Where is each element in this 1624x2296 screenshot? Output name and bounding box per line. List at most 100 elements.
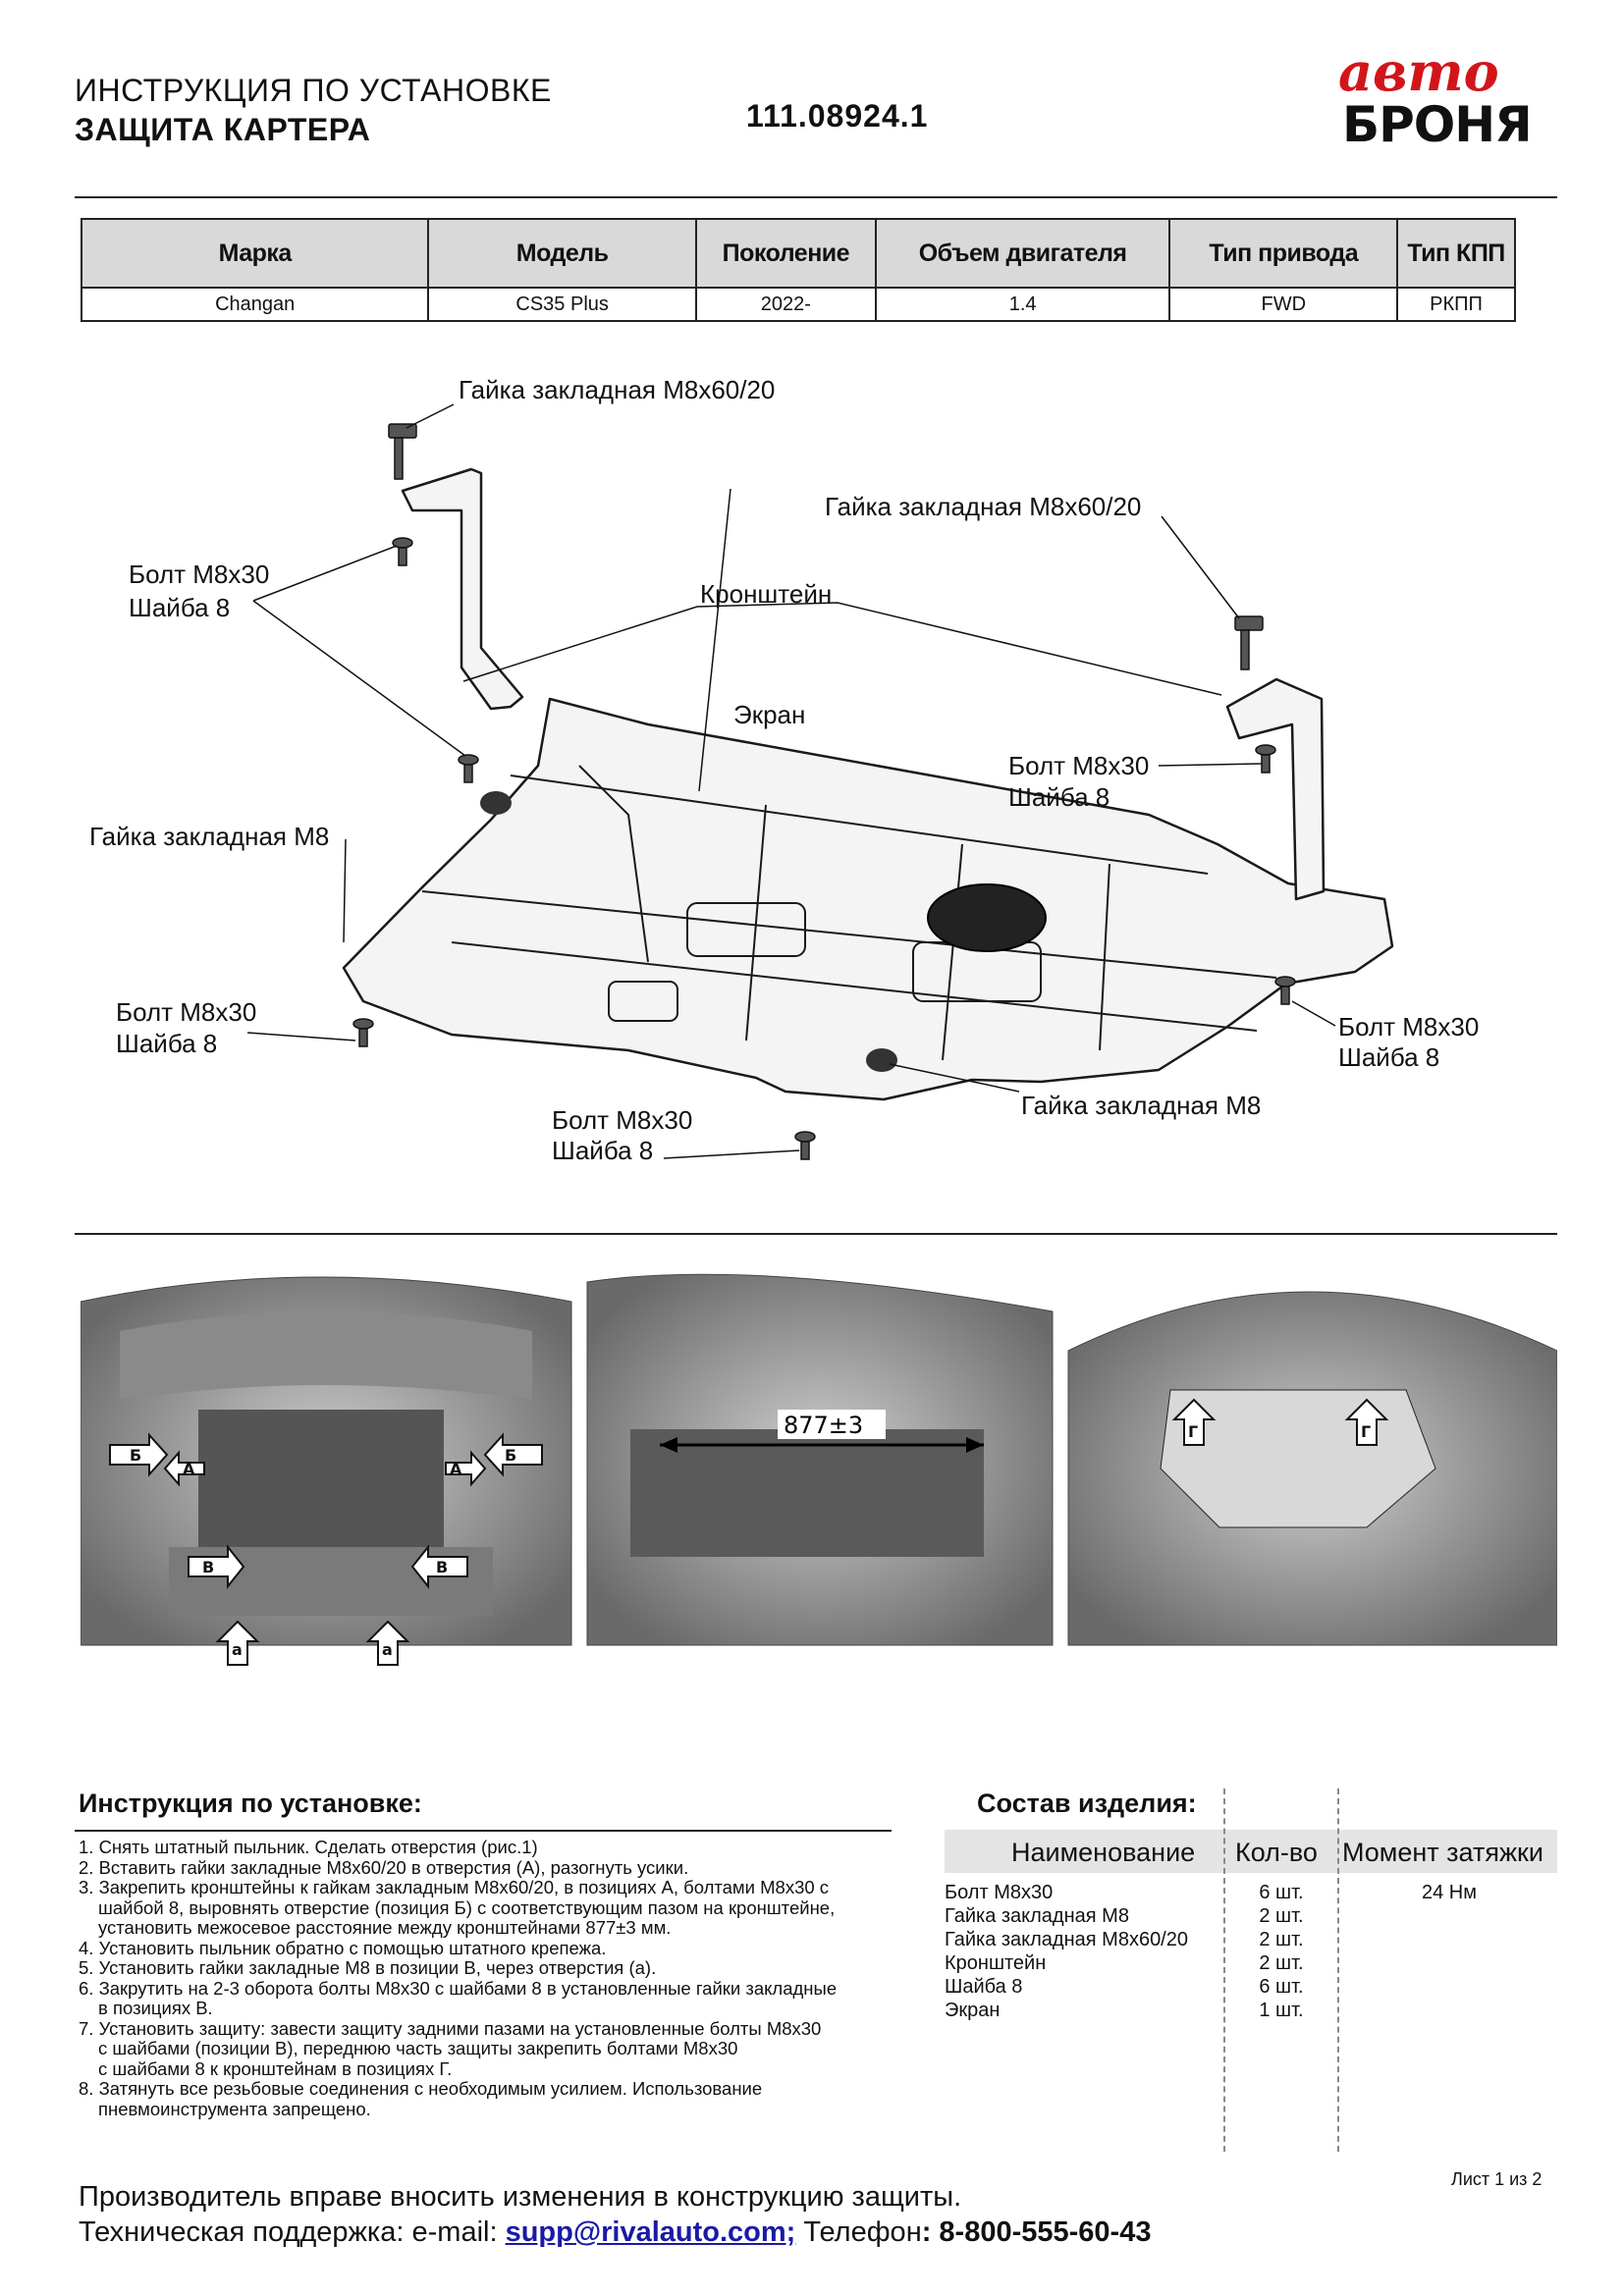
- component-name: Гайка закладная М8х60/20: [945, 1929, 1188, 1950]
- logo-script: авто: [1338, 40, 1499, 103]
- label-screen: Экран: [733, 700, 806, 729]
- bracket-distance: 877±3: [784, 1412, 863, 1439]
- step-line: с шайбами 8 к кронштейнам в позициях Г.: [98, 2057, 453, 2079]
- label-washer-bottom: Шайба 8: [552, 1136, 654, 1165]
- step-line: установить межосевое расстояние между кр…: [98, 1917, 672, 1938]
- sheet-number: Лист 1 из 2: [1451, 2169, 1543, 2189]
- step-line: 2. Вставить гайки закладные М8х60/20 в о…: [79, 1856, 689, 1878]
- label-washer-right: Шайба 8: [1338, 1042, 1440, 1072]
- generation-value: 2022-: [694, 287, 877, 322]
- label-bolt-bottom: Болт М8х30: [552, 1105, 693, 1135]
- marker-a-right: А: [450, 1460, 462, 1478]
- photo-3-installed: Г Г: [1067, 1291, 1557, 1646]
- step-line: в позициях В.: [98, 1998, 213, 2018]
- step-line: шайбой 8, выровнять отверстие (позиция Б…: [98, 1896, 836, 1918]
- col-qty: Кол-во: [1235, 1838, 1318, 1867]
- marker-b-right: Б: [505, 1446, 516, 1465]
- step-line: пневмоинструмента запрещено.: [98, 2098, 371, 2119]
- label-bolt-right: Болт М8х30: [1338, 1012, 1480, 1041]
- product-title: ЗАЩИТА КАРТЕРА: [75, 112, 371, 147]
- skid-plate-screen: [342, 697, 1394, 1101]
- step-line: 1. Снять штатный пыльник. Сделать отверс…: [79, 1837, 538, 1857]
- component-name: Гайка закладная М8: [945, 1905, 1129, 1927]
- right-bracket: [1225, 677, 1326, 901]
- step-line: 3. Закрепить кронштейны к гайкам закладн…: [79, 1877, 830, 1897]
- component-name: Болт М8х30: [945, 1882, 1054, 1903]
- instructions-title: Инструкция по установке:: [79, 1789, 422, 1818]
- component-name: Шайба 8: [945, 1976, 1023, 1998]
- instructions-rule: [75, 1830, 892, 1832]
- label-nut-m8-left: Гайка закладная М8: [89, 822, 330, 851]
- component-name: Кронштейн: [945, 1952, 1047, 1974]
- label-washer-top-right: Шайба 8: [1008, 782, 1110, 812]
- step-line: с шайбами (позиции В), переднюю часть за…: [98, 2038, 738, 2058]
- logo-wordmark: БРОНЯ: [1342, 96, 1532, 152]
- components-title: Состав изделия:: [977, 1789, 1197, 1818]
- label-washer-left: Шайба 8: [116, 1029, 218, 1058]
- label-nut-m8x60-b: Гайка закладная М8х60/20: [825, 492, 1142, 521]
- support-line: Техническая поддержка: e-mail: supp@riva…: [79, 2216, 1151, 2249]
- marker-g-right: Г: [1361, 1422, 1371, 1441]
- engine-value: 1.4: [874, 287, 1171, 322]
- instructions-list: 1. Снять штатный пыльник. Сделать отверс…: [79, 1837, 893, 2119]
- gearbox-value: РКПП: [1396, 287, 1516, 322]
- component-qty: 2 шт.: [1259, 1952, 1304, 1974]
- component-qty: 6 шт.: [1259, 1976, 1304, 1998]
- vehicle-spec-table: Марка Модель Поколение Объем двигателя Т…: [80, 218, 1516, 322]
- col-engine: Объем двигателя: [874, 218, 1171, 289]
- phone-prefix: Телефон: [795, 2216, 922, 2248]
- col-name: Наименование: [1011, 1838, 1196, 1867]
- marker-v-left: В: [202, 1558, 214, 1576]
- spec-data-row: Changan CS35 Plus 2022- 1.4 FWD РКПП: [80, 287, 1516, 322]
- label-bracket: Кронштейн: [700, 579, 833, 609]
- col-model: Модель: [427, 218, 697, 289]
- support-email-link[interactable]: supp@rivalauto.com;: [505, 2216, 796, 2248]
- marker-v-right: В: [436, 1558, 448, 1576]
- label-nut-m8x60-a: Гайка закладная М8х60/20: [459, 375, 776, 404]
- marker-small-a-left: а: [232, 1640, 243, 1659]
- model-value: CS35 Plus: [427, 287, 697, 322]
- component-qty: 2 шт.: [1259, 1905, 1304, 1927]
- photo-1-brackets: Б Б А А В В а а: [81, 1276, 572, 1666]
- mount-nut-bottom: [866, 1048, 897, 1072]
- left-bracket: [401, 467, 524, 711]
- label-nut-m8-bottom: Гайка закладная М8: [1021, 1091, 1262, 1120]
- drive-value: FWD: [1168, 287, 1399, 322]
- marker-g-left: Г: [1188, 1422, 1198, 1441]
- disclaimer: Производитель вправе вносить изменения в…: [79, 2181, 962, 2213]
- component-qty: 2 шт.: [1259, 1929, 1304, 1950]
- col-brand: Марка: [80, 218, 430, 289]
- support-phone: : 8-800-555-60-43: [921, 2216, 1152, 2248]
- col-torque: Момент затяжки: [1342, 1838, 1543, 1867]
- component-qty: 6 шт.: [1259, 1882, 1304, 1903]
- marker-a-left: А: [183, 1460, 195, 1478]
- support-prefix: Техническая поддержка: e-mail:: [79, 2216, 506, 2248]
- avtobronya-logo: авто БРОНЯ: [1338, 40, 1533, 152]
- components-header: Наименование Кол-во Момент затяжки: [945, 1830, 1557, 1873]
- component-torque: 24 Нм: [1422, 1882, 1477, 1903]
- component-names: Болт М8х30 Гайка закладная М8 Гайка закл…: [945, 1881, 1188, 2022]
- component-torques: 24 Нм: [1341, 1881, 1557, 1904]
- column-separator: [1223, 1789, 1225, 2152]
- label-bolt-left: Болт М8х30: [116, 997, 257, 1027]
- step-line: 4. Установить пыльник обратно с помощью …: [79, 1937, 607, 1958]
- installation-photos: Б Б А А В В а а 877±3 Г Г: [81, 1273, 1557, 1666]
- mount-nut-left: [480, 791, 512, 815]
- col-generation: Поколение: [694, 218, 877, 289]
- doc-type-title: ИНСТРУКЦИЯ ПО УСТАНОВКЕ: [75, 73, 552, 108]
- col-drive: Тип привода: [1168, 218, 1399, 289]
- article-number: 111.08924.1: [746, 98, 929, 133]
- column-separator: [1337, 1789, 1339, 2152]
- brand-value: Changan: [80, 287, 430, 322]
- component-quantities: 6 шт. 2 шт. 2 шт. 2 шт. 6 шт. 1 шт.: [1227, 1881, 1335, 2022]
- label-bolt-top-right: Болт М8х30: [1008, 751, 1150, 780]
- drain-cover: [927, 883, 1047, 952]
- exploded-assembly-diagram: [246, 403, 1394, 1160]
- section-divider: [75, 1233, 1557, 1235]
- marker-b-left: Б: [130, 1446, 141, 1465]
- spec-header-row: Марка Модель Поколение Объем двигателя Т…: [80, 218, 1516, 289]
- component-name: Экран: [945, 2000, 1001, 2021]
- component-qty: 1 шт.: [1259, 2000, 1304, 2021]
- label-washer-top-left: Шайба 8: [129, 593, 231, 622]
- header-divider: [75, 196, 1557, 198]
